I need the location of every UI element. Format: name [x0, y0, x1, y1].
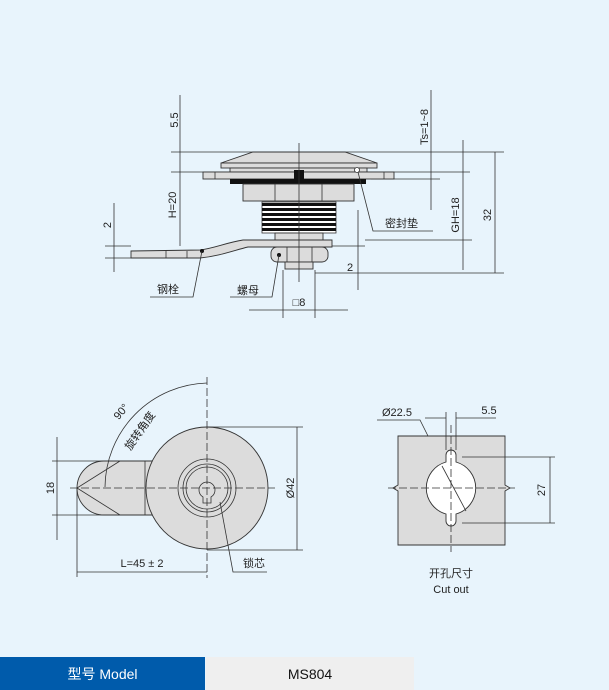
label-core: 锁芯: [243, 556, 265, 570]
dim-top: 5.5: [169, 112, 181, 127]
label-nut: 螺母: [237, 284, 259, 297]
dim-length: L=45 ± 2: [120, 558, 163, 570]
dim-diameter: Ø42: [285, 478, 297, 499]
angle-value: 90°: [112, 402, 132, 422]
dim-grip: GH=18: [450, 197, 462, 232]
model-value: MS804: [206, 657, 414, 690]
side-view: 5.5 H=20 2 Ts=1~8 GH=18 32 2 □8 密封垫 钢栓 螺…: [102, 90, 504, 318]
dim-square: □8: [293, 297, 306, 309]
dim-total: 32: [482, 209, 494, 221]
label-latch: 钢栓: [157, 282, 179, 296]
cutout-title-cn: 开孔尺寸: [429, 566, 473, 580]
dim-latch-thickness: 2: [102, 222, 114, 228]
label-gasket: 密封垫: [385, 216, 418, 230]
front-view: 18 Ø42 L=45 ± 2 90° 旋转角度 锁芯: [45, 377, 303, 578]
dim-latch-width: 18: [45, 482, 57, 494]
model-bar: 型号 Model MS804: [0, 657, 414, 690]
cutout-title-en: Cut out: [433, 584, 468, 596]
dim-stud: 2: [347, 262, 353, 274]
cutout-view: Ø22.5 5.5 27 开孔尺寸 Cut out: [377, 405, 555, 596]
cutout-dim-diameter: Ø22.5: [382, 407, 412, 419]
rotation-arc: [104, 382, 208, 488]
model-label: 型号 Model: [0, 657, 205, 690]
lock-body: [242, 183, 355, 202]
angle-label: 旋转角度: [121, 409, 158, 453]
technical-drawing: 5.5 H=20 2 Ts=1~8 GH=18 32 2 □8 密封垫 钢栓 螺…: [45, 90, 555, 596]
cutout-dim-height: 27: [536, 484, 548, 496]
keyhole: [198, 481, 216, 504]
dim-height: H=20: [167, 192, 179, 219]
cutout-dim-notch: 5.5: [481, 405, 496, 417]
dim-panel: Ts=1~8: [419, 109, 431, 145]
